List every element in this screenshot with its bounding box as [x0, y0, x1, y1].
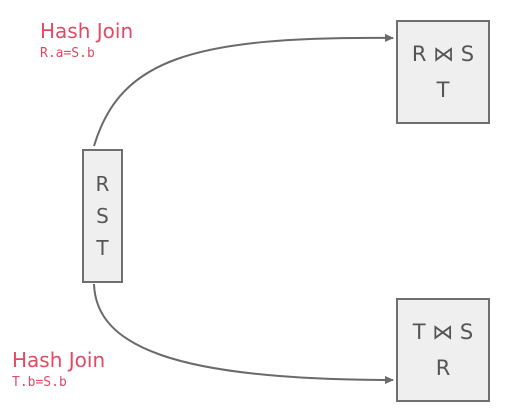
join-condition: T.b=S.b	[12, 375, 67, 390]
relation-label: T	[96, 236, 109, 260]
result-box-top: R ⋈ S T	[396, 20, 490, 124]
result-box-bottom: T ⋈ S R	[396, 298, 490, 402]
relation-label: R	[95, 172, 110, 196]
remaining-relation-label: R	[435, 356, 451, 380]
join-label-top: Hash Join R.a=S.b	[40, 19, 133, 63]
join-title: Hash Join	[12, 348, 106, 372]
source-relations-box: R S T	[82, 149, 123, 283]
join-condition: R.a=S.b	[40, 46, 95, 61]
joined-relation-label: R ⋈ S	[411, 42, 475, 66]
join-label-bottom: Hash Join T.b=S.b	[12, 348, 105, 392]
relation-label: S	[96, 204, 109, 228]
arrow-to-bottom-result	[93, 283, 394, 384]
join-title: Hash Join	[40, 19, 134, 43]
joined-relation-label: T ⋈ S	[412, 320, 474, 344]
arrow-to-top-result	[93, 33, 394, 147]
remaining-relation-label: T	[436, 78, 450, 102]
